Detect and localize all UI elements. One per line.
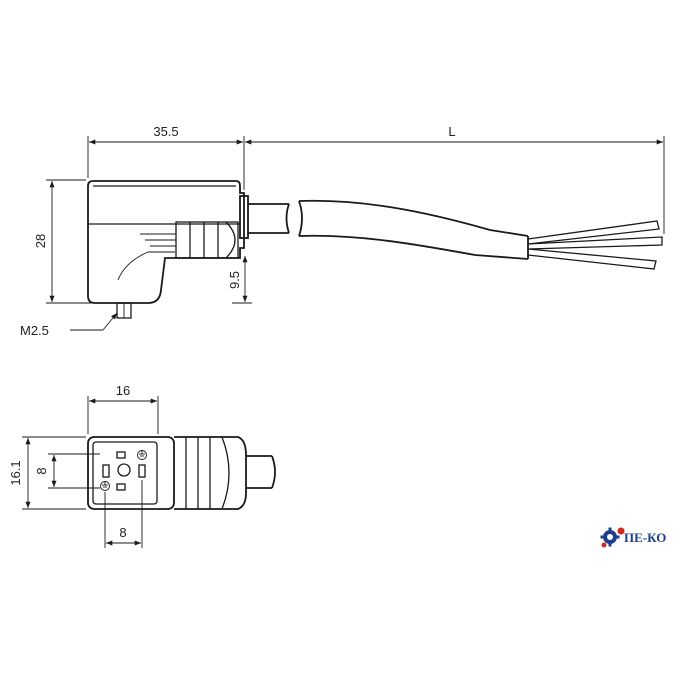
connector-side xyxy=(174,436,247,510)
dimension-offset: 9.5 xyxy=(227,256,252,304)
dimension-height-front-label: 16.1 xyxy=(8,460,23,485)
logo-text: ПЕ-КО xyxy=(624,530,666,545)
ground-symbol-icon xyxy=(137,450,147,460)
socket-face xyxy=(87,436,175,510)
dimension-length-body-label: 35.5 xyxy=(153,124,178,139)
dimension-pin-spacing-vertical: 8 xyxy=(34,453,100,489)
dimension-width-front: 16 xyxy=(87,383,159,434)
cable xyxy=(248,199,663,270)
connector-body xyxy=(87,180,249,304)
dimension-height-front: 16.1 xyxy=(8,436,86,510)
dimension-cable-length: L xyxy=(245,124,665,234)
dimension-offset-label: 9.5 xyxy=(227,271,242,289)
dimension-cable-length-label: L xyxy=(448,124,455,139)
dimension-height: 28 xyxy=(33,179,92,304)
front-view: 16 16.1 8 8 xyxy=(8,383,276,548)
screw-callout-label: M2.5 xyxy=(20,323,49,338)
cable-stub xyxy=(246,455,276,489)
dimension-pin-spacing-vertical-label: 8 xyxy=(34,467,49,474)
gear-icon xyxy=(600,527,625,548)
side-view: 35.5 L 28 9.5 M2.5 xyxy=(20,124,665,338)
pin-contacts xyxy=(100,450,147,491)
brand-logo: ПЕ-КО xyxy=(600,527,666,548)
screw-callout: M2.5 xyxy=(20,312,118,338)
screw xyxy=(116,302,132,319)
dimension-pin-spacing-horizontal-label: 8 xyxy=(119,525,126,540)
ground-symbol-icon xyxy=(100,481,110,491)
dimension-width-front-label: 16 xyxy=(116,383,130,398)
dimension-pin-spacing-horizontal: 8 xyxy=(104,480,143,548)
dimension-height-label: 28 xyxy=(33,234,48,248)
dimension-length-body: 35.5 xyxy=(87,124,245,190)
